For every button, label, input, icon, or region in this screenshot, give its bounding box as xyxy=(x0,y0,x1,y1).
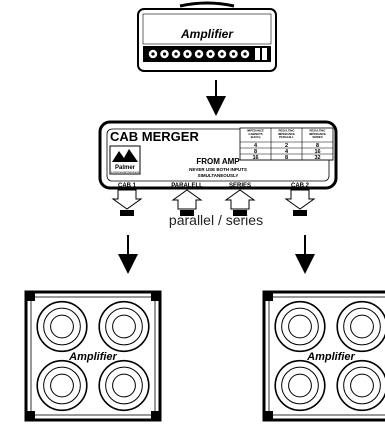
cabinet-corner xyxy=(151,292,160,301)
cabinet-corner xyxy=(26,411,35,420)
cab1-label: CAB 1 xyxy=(118,183,137,189)
impedance-cell: 2 xyxy=(285,143,288,149)
cab2-output-arrow xyxy=(284,189,316,210)
impedance-cell: 4 xyxy=(285,149,289,155)
speaker-cone xyxy=(50,373,74,398)
impedance-header: SERIES xyxy=(312,135,322,139)
amp-knob-center xyxy=(162,52,167,56)
impedance-header: PARALELL xyxy=(279,135,294,139)
impedance-header: IMPEDANCE xyxy=(247,129,264,133)
series-label: SERIES xyxy=(229,183,251,189)
cabinet-corner xyxy=(26,292,35,301)
impedance-header: CABINETS xyxy=(248,132,262,136)
amp-knob-center xyxy=(174,52,178,56)
impedance-header: RESULTING xyxy=(310,129,326,133)
speaker-cone xyxy=(288,314,312,339)
impedance-cell: 4 xyxy=(254,143,258,149)
amp-knob-center xyxy=(208,52,213,56)
impedance-cell: 8 xyxy=(316,143,319,149)
mountain-icon xyxy=(112,149,138,162)
speaker-cabinet-1: Amplifier xyxy=(24,290,162,422)
cabinet-logo: Amplifier xyxy=(68,351,117,363)
cabinet-corner xyxy=(264,411,273,420)
power-switch xyxy=(255,48,260,60)
amp-knob-center xyxy=(243,52,247,56)
impedance-cell: 32 xyxy=(314,155,320,161)
cabinet-corner xyxy=(151,411,160,420)
speaker-cone xyxy=(50,314,74,339)
amp-knob-center xyxy=(151,52,155,56)
speaker-cone xyxy=(112,314,136,339)
impedance-header: (EACH) xyxy=(251,135,261,139)
brand-subtitle: a Commercial Instrument xyxy=(111,171,139,174)
impedance-header: IMPEDANCE xyxy=(278,132,295,136)
amp-knob-center xyxy=(231,52,236,56)
cabinet-corner xyxy=(264,292,273,301)
speaker-cone xyxy=(350,314,374,339)
speaker-cone xyxy=(288,373,312,398)
cab-merger-box: CAB MERGER Palmer a Commercial Instrumen… xyxy=(98,120,338,216)
standby-switch xyxy=(262,48,267,60)
warning-line1: NEVER USE BOTH INPUTS xyxy=(189,167,247,172)
impedance-cell: 16 xyxy=(314,149,320,155)
impedance-cell: 16 xyxy=(252,155,258,161)
impedance-cell: 8 xyxy=(285,155,288,161)
speaker-cabinet-2: Amplifier xyxy=(262,290,385,422)
parallel-input-arrow xyxy=(171,189,203,210)
amp-head: Amplifier xyxy=(137,1,277,72)
from-amp-label: FROM AMP xyxy=(196,157,240,166)
series-input-arrow xyxy=(224,189,256,210)
amp-handle xyxy=(179,1,235,8)
merger-title: CAB MERGER xyxy=(110,129,199,144)
mode-caption: parallel / series xyxy=(169,212,263,228)
amp-knob-center xyxy=(185,52,190,56)
amp-knob-center xyxy=(197,52,201,56)
impedance-header: IMPEDANCE xyxy=(309,132,326,136)
cab2-label: CAB 2 xyxy=(291,183,310,189)
amp-knob-center xyxy=(220,52,224,56)
cab1-output-arrow xyxy=(111,189,143,210)
amp-knobs xyxy=(148,49,250,59)
impedance-cell: 8 xyxy=(254,149,257,155)
impedance-table: IMPEDANCECABINETS(EACH)RESULTINGIMPEDANC… xyxy=(239,127,334,161)
amp-logo: Amplifier xyxy=(180,27,234,41)
brand-name: Palmer xyxy=(115,165,136,171)
palmer-logo: Palmer a Commercial Instrument xyxy=(109,145,141,175)
speaker-cone xyxy=(112,373,136,398)
cabinet-logo: Amplifier xyxy=(306,351,355,363)
warning-line2: SIMULTANEOUSLY xyxy=(198,173,239,178)
parallel-label: PARALELL xyxy=(171,183,203,189)
speaker-cone xyxy=(350,373,374,398)
impedance-header: RESULTING xyxy=(279,129,295,133)
output-jacks xyxy=(120,210,307,216)
